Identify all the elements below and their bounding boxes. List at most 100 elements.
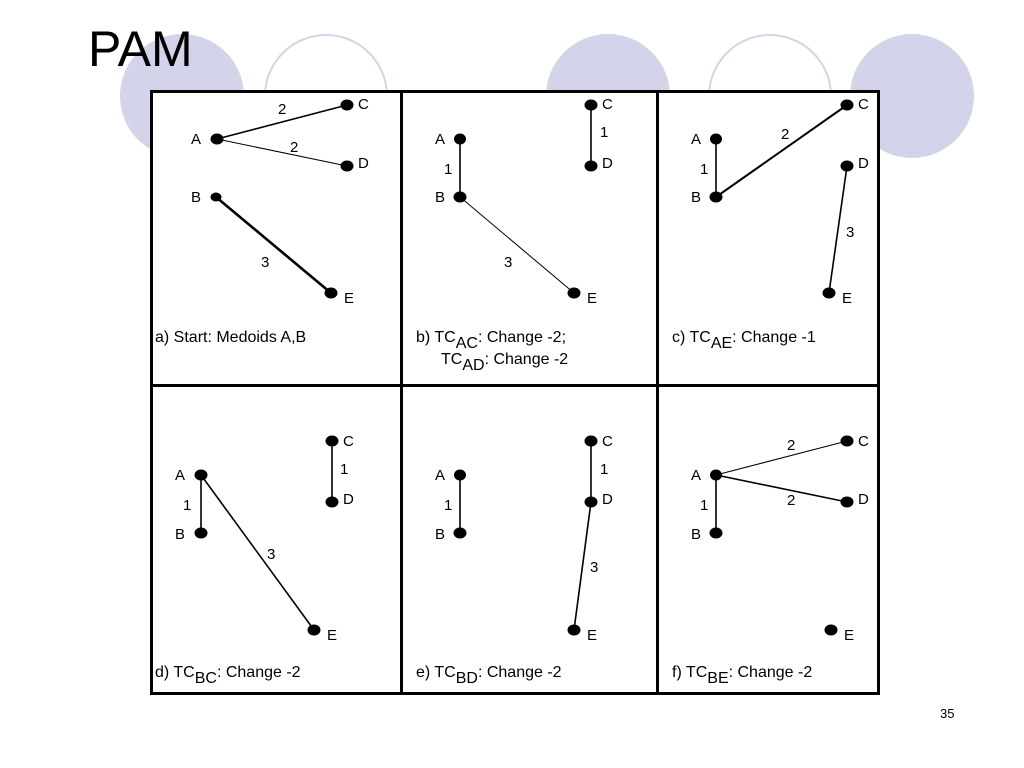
- label-d: D: [343, 491, 354, 508]
- label-b: B: [435, 189, 445, 206]
- caption-f: f) TCBE: Change -2: [672, 664, 812, 687]
- label-e: E: [844, 627, 854, 644]
- grid-divider-h: [153, 384, 877, 387]
- label-c: C: [858, 96, 869, 113]
- weight-a-b: 1: [444, 497, 452, 514]
- edge-a-d: [216, 138, 348, 167]
- node-d: [840, 160, 854, 172]
- node-c: [325, 435, 339, 447]
- label-e: E: [344, 290, 354, 307]
- node-c: [840, 99, 854, 111]
- grid-divider-v1: [400, 93, 403, 692]
- weight-a-e: 3: [267, 546, 275, 563]
- label-c: C: [358, 96, 369, 113]
- panel-a-graph: 2 2 3 A C D B E a) Start: Medoids A,B: [155, 96, 369, 346]
- caption-c: c) TCAE: Change -1: [672, 329, 816, 352]
- node-a: [454, 133, 466, 145]
- edge-b-e: [459, 196, 575, 294]
- weight-a-b: 1: [183, 497, 191, 514]
- node-d: [584, 160, 598, 172]
- node-d: [325, 496, 339, 508]
- node-e: [824, 624, 838, 636]
- edge-b-e: [215, 196, 332, 294]
- page-number: 35: [940, 706, 955, 721]
- weight-a-c: 2: [787, 437, 795, 454]
- weight-a-b: 1: [700, 497, 708, 514]
- label-a: A: [191, 131, 201, 148]
- caption-a: a) Start: Medoids A,B: [155, 329, 306, 346]
- panel-a: 2 2 3 A C D B E a) Start: Medoids A,B: [153, 93, 396, 393]
- edge-d-e: [828, 165, 848, 294]
- weight-a-c: 2: [278, 101, 286, 118]
- label-e: E: [587, 290, 597, 307]
- caption-d: d) TCBC: Change -2: [155, 664, 301, 687]
- panel-f: 1 2 2 A B C D E f) TCBE: Change -2: [659, 387, 902, 687]
- panel-e-graph: 1 1 3 A B C D E e) TCBD: Change -2: [416, 433, 613, 687]
- label-e: E: [587, 627, 597, 644]
- node-a: [454, 469, 466, 481]
- node-e: [567, 287, 581, 299]
- slide-title: PAM: [88, 21, 193, 77]
- label-b: B: [691, 526, 701, 543]
- node-a: [194, 469, 208, 481]
- node-c: [584, 435, 598, 447]
- caption-b-line2: TCAD: Change -2: [441, 351, 568, 374]
- node-b: [453, 527, 467, 539]
- weight-d-e: 3: [846, 224, 854, 241]
- node-d: [584, 496, 598, 508]
- edge-a-c: [216, 104, 348, 140]
- label-e: E: [327, 627, 337, 644]
- caption-b-line1: b) TCAC: Change -2;: [416, 329, 566, 352]
- edge-a-e: [200, 474, 315, 631]
- weight-a-b: 1: [700, 161, 708, 178]
- label-c: C: [858, 433, 869, 450]
- node-b: [453, 191, 467, 203]
- panel-d-graph: 1 1 3 A B C D E d) TCBC: Change -2: [155, 433, 354, 687]
- node-a: [210, 133, 224, 145]
- edge-a-c: [715, 440, 848, 476]
- label-b: B: [435, 526, 445, 543]
- label-a: A: [435, 131, 445, 148]
- node-b: [210, 192, 222, 202]
- label-d: D: [858, 491, 869, 508]
- weight-a-d: 2: [290, 139, 298, 156]
- label-a: A: [691, 131, 701, 148]
- caption-e: e) TCBD: Change -2: [416, 664, 562, 687]
- label-c: C: [602, 433, 613, 450]
- label-d: D: [858, 155, 869, 172]
- label-a: A: [691, 467, 701, 484]
- node-c: [584, 99, 598, 111]
- panel-d: 1 1 3 A B C D E d) TCBC: Change -2: [153, 387, 396, 687]
- label-d: D: [602, 491, 613, 508]
- label-a: A: [435, 467, 445, 484]
- label-b: B: [191, 189, 201, 206]
- label-c: C: [602, 96, 613, 113]
- panel-b: 1 1 3 A B C D E b) TCAC: Change -2; TCAD…: [403, 93, 646, 393]
- weight-c-d: 1: [600, 124, 608, 141]
- weight-c-d: 1: [340, 461, 348, 478]
- panel-e: 1 1 3 A B C D E e) TCBD: Change -2: [403, 387, 646, 687]
- weight-a-b: 1: [444, 161, 452, 178]
- label-d: D: [358, 155, 369, 172]
- node-e: [307, 624, 321, 636]
- edge-b-c: [715, 104, 848, 198]
- panel-c: 1 2 3 A B C D E c) TCAE: Change -1: [659, 93, 902, 393]
- weight-a-d: 2: [787, 492, 795, 509]
- edge-d-e: [573, 501, 592, 631]
- node-e: [822, 287, 836, 299]
- weight-b-c: 2: [781, 126, 789, 143]
- node-c: [340, 99, 354, 111]
- node-a: [710, 469, 722, 481]
- node-e: [567, 624, 581, 636]
- label-c: C: [343, 433, 354, 450]
- node-b: [194, 527, 208, 539]
- label-b: B: [175, 526, 185, 543]
- node-d: [340, 160, 354, 172]
- node-e: [324, 287, 338, 299]
- label-e: E: [842, 290, 852, 307]
- weight-b-e: 3: [261, 254, 269, 271]
- node-a: [710, 133, 722, 145]
- edge-a-d: [715, 474, 848, 503]
- node-c: [840, 435, 854, 447]
- label-b: B: [691, 189, 701, 206]
